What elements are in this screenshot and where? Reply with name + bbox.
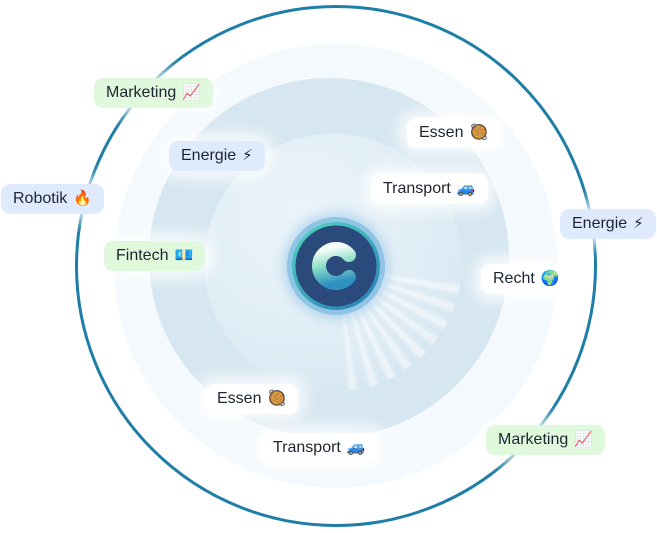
chip-energie-top[interactable]: Energie ⚡: [169, 141, 265, 171]
chip-marketing-bottom[interactable]: Marketing 📈: [486, 425, 605, 455]
chip-transport-top[interactable]: Transport 🚙: [371, 174, 488, 204]
suv-car-icon: 🚙: [346, 438, 366, 456]
chart-increasing-icon: 📈: [182, 83, 201, 101]
suv-car-icon: 🚙: [456, 179, 476, 197]
chart-increasing-icon: 📈: [574, 430, 593, 448]
chip-robotik[interactable]: Robotik 🔥: [1, 184, 104, 214]
fire-icon: 🔥: [73, 189, 92, 207]
chip-label: Robotik: [13, 189, 68, 207]
logo-c-icon: [283, 213, 389, 319]
chip-label: Marketing: [498, 430, 569, 448]
chip-essen-bottom[interactable]: Essen 🥘: [205, 384, 299, 414]
chip-marketing-top[interactable]: Marketing 📈: [94, 78, 213, 108]
chip-label: Fintech: [116, 246, 169, 264]
pan-of-food-icon: 🥘: [267, 389, 287, 407]
company-logo: [271, 201, 401, 331]
chip-label: Recht: [493, 269, 535, 287]
euro-banknote-icon: 💶: [174, 246, 194, 264]
chip-label: Transport: [383, 179, 451, 197]
chip-label: Energie: [572, 214, 628, 232]
chip-label: Energie: [181, 146, 237, 164]
chip-label: Marketing: [106, 83, 177, 101]
chip-essen-top[interactable]: Essen 🥘: [407, 118, 501, 148]
chip-transport-bottom[interactable]: Transport 🚙: [261, 433, 378, 463]
chip-label: Essen: [419, 123, 464, 141]
chip-energie-right[interactable]: Energie ⚡: [560, 209, 656, 239]
outer-orbit-ring: [75, 5, 597, 527]
pan-of-food-icon: 🥘: [469, 123, 489, 141]
chip-label: Transport: [273, 438, 341, 456]
chip-recht[interactable]: Recht 🌍: [481, 264, 572, 294]
globe-icon: 🌍: [540, 269, 560, 287]
chip-label: Essen: [217, 389, 262, 407]
high-voltage-icon: ⚡: [242, 146, 253, 164]
high-voltage-icon: ⚡: [633, 214, 644, 232]
chip-fintech[interactable]: Fintech 💶: [104, 241, 206, 271]
